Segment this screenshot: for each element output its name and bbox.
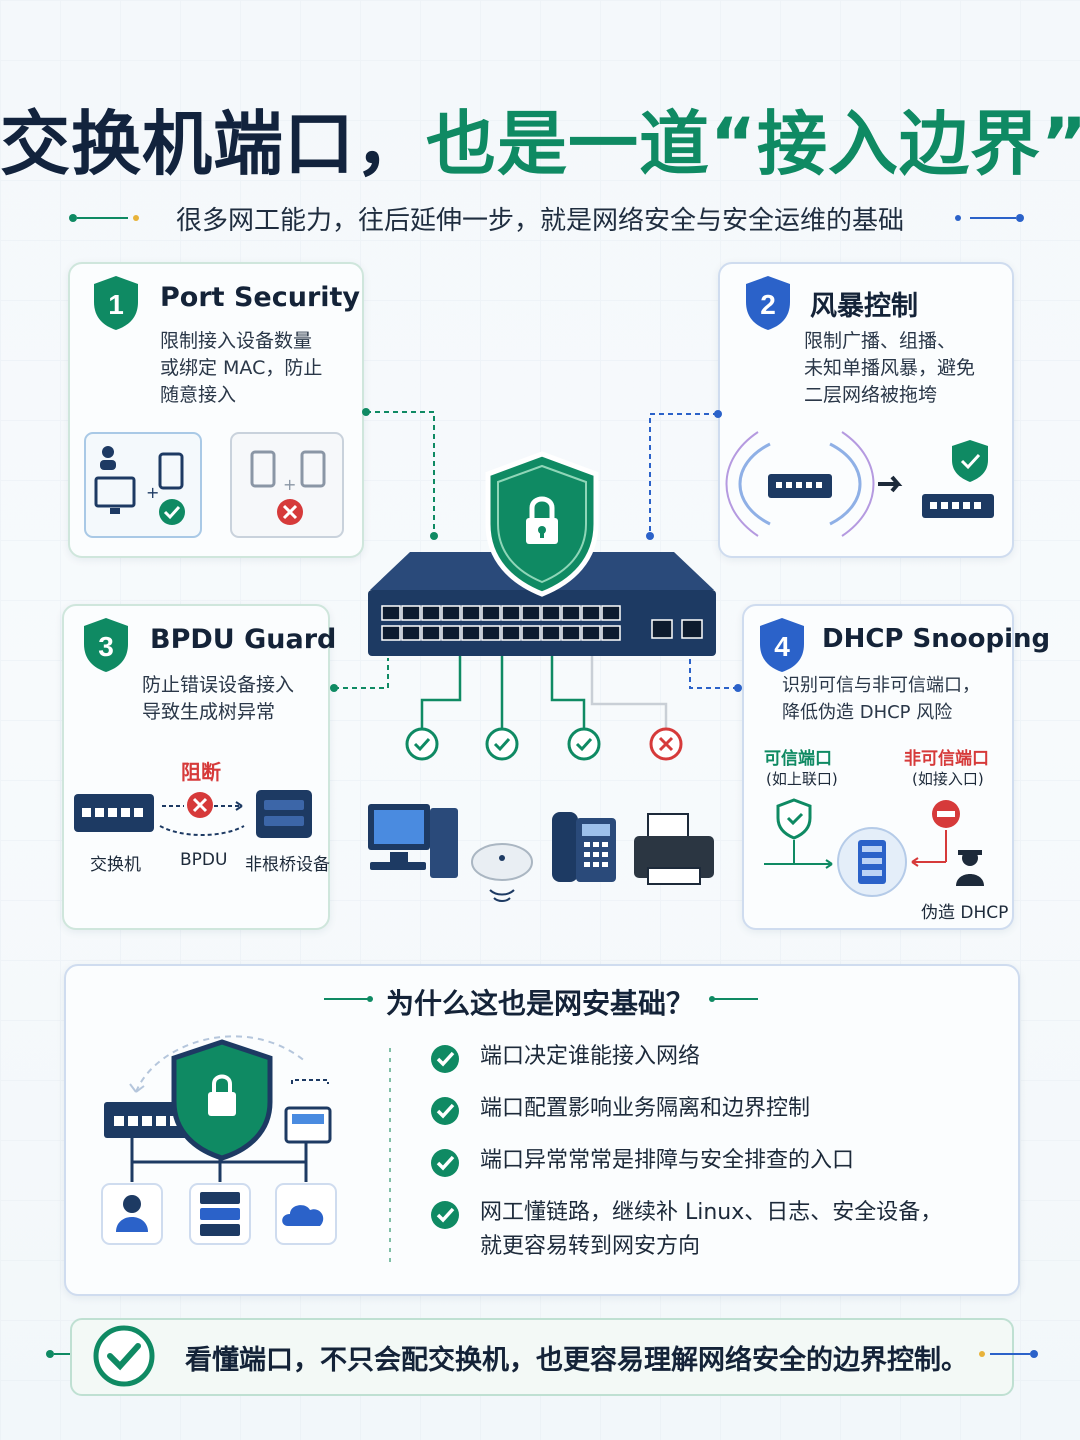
check-item: 端口决定谁能接入网络 bbox=[430, 1040, 990, 1074]
storm-control-illustration bbox=[725, 431, 994, 537]
central-switch-diagram bbox=[330, 408, 742, 902]
card3-title: BPDU Guard bbox=[150, 624, 337, 655]
check-item: 端口配置影响业务隔离和边界控制 bbox=[430, 1092, 990, 1126]
dhcp-snooping-illustration bbox=[764, 798, 984, 897]
label-bpdu: BPDU bbox=[180, 850, 228, 870]
check-item: 网工懂链路，继续补 Linux、日志、安全设备，就更容易转到网安方向 bbox=[430, 1196, 990, 1264]
subtitle-right-line bbox=[955, 214, 1024, 222]
svg-text:3: 3 bbox=[98, 631, 114, 662]
title-part1: 交换机端口， bbox=[0, 103, 426, 185]
why-title-lines bbox=[324, 996, 758, 1002]
shield-badge-3-icon: 3 bbox=[84, 618, 128, 672]
card4-title: DHCP Snooping bbox=[822, 624, 1051, 654]
label-switch: 交换机 bbox=[90, 855, 141, 875]
why-divider bbox=[389, 1048, 391, 1268]
svg-text:1: 1 bbox=[108, 289, 124, 320]
card3-desc: 防止错误设备接入导致生成树异常 bbox=[142, 674, 295, 723]
card1-title: Port Security bbox=[160, 282, 361, 313]
bottom-right-line bbox=[979, 1350, 1038, 1358]
untrusted-port-note: (如接入口) bbox=[912, 770, 984, 788]
subtitle: 很多网工能力，往后延伸一步，就是网络安全与安全运维的基础 bbox=[175, 206, 904, 236]
svg-text:+: + bbox=[283, 475, 296, 494]
shield-badge-4-icon: 4 bbox=[760, 618, 804, 672]
shield-badge-2-icon: 2 bbox=[746, 276, 790, 330]
check-circle-icon bbox=[431, 1149, 459, 1177]
blocked-devices-icon: + bbox=[230, 432, 344, 538]
page-title: 交换机端口，也是一道“接入边界” bbox=[0, 88, 1080, 189]
untrusted-port-label: 非可信端口 bbox=[904, 749, 989, 769]
svg-text:4: 4 bbox=[774, 631, 790, 662]
check-circle-icon bbox=[431, 1201, 459, 1229]
card4-desc: 识别可信与非可信端口，降低伪造 DHCP 风险 bbox=[782, 675, 980, 723]
why-title: 为什么这也是网安基础？ bbox=[385, 987, 694, 1020]
label-nonroot: 非根桥设备 bbox=[245, 855, 330, 875]
bottom-summary-text: 看懂端口，不只会配交换机，也更容易理解网络安全的边界控制。 bbox=[185, 1345, 968, 1376]
check-circle-icon bbox=[431, 1097, 459, 1125]
big-check-icon bbox=[93, 1325, 155, 1387]
title-part2: 也是一道“接入边界” bbox=[426, 103, 1080, 185]
check-item: 端口异常常常是排障与安全排查的入口 bbox=[430, 1144, 990, 1178]
subtitle-left-line bbox=[69, 214, 139, 222]
card2-desc: 限制广播、组播、未知单播风暴，避免二层网络被拖垮 bbox=[804, 330, 976, 406]
shield-badge-1-icon: 1 bbox=[94, 276, 138, 330]
why-illustration bbox=[101, 1035, 337, 1245]
trusted-port-label: 可信端口 bbox=[764, 749, 832, 769]
svg-text:2: 2 bbox=[760, 289, 776, 320]
check-circle-icon bbox=[431, 1045, 459, 1073]
trusted-port-note: (如上联口) bbox=[766, 770, 838, 788]
allowed-devices-icon: + bbox=[84, 432, 202, 538]
why-check-list: 端口决定谁能接入网络 端口配置影响业务隔离和边界控制 端口异常常常是排障与安全排… bbox=[430, 1040, 990, 1282]
svg-text:+: + bbox=[146, 483, 159, 502]
fake-dhcp-label: 伪造 DHCP bbox=[921, 903, 1009, 923]
bottom-summary-bar bbox=[70, 1318, 1014, 1396]
card1-desc: 限制接入设备数量或绑定 MAC，防止随意接入 bbox=[160, 330, 323, 406]
bpdu-block-illustration bbox=[74, 790, 312, 838]
block-label: 阻断 bbox=[181, 760, 221, 784]
card2-title: 风暴控制 bbox=[810, 291, 918, 322]
